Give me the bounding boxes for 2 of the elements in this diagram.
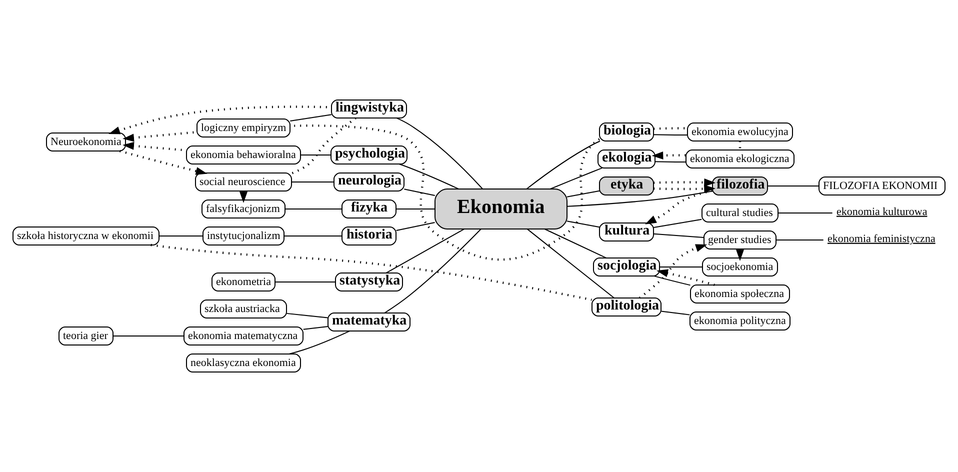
node-text: ekonomia feministyczna <box>828 232 936 245</box>
node-text: ekonomia kulturowa <box>836 206 928 218</box>
